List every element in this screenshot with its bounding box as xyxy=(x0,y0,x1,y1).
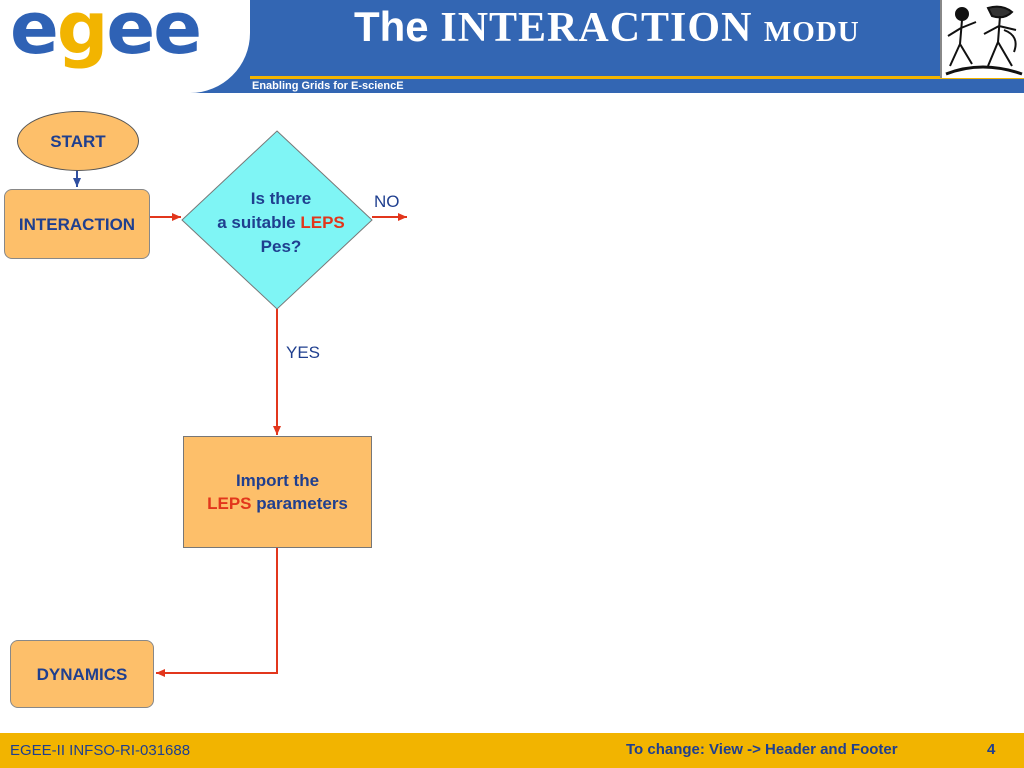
yes-branch-label: YES xyxy=(286,343,321,362)
start-node: START xyxy=(17,111,139,171)
slide-header: egee The INTERACTION modu Enabling Grids… xyxy=(0,0,1024,93)
interaction-node: INTERACTION xyxy=(4,189,150,259)
title-prefix: The xyxy=(354,3,441,50)
footer-project-id: EGEE-II INFSO-RI-031688 xyxy=(10,742,191,759)
header-divider xyxy=(250,76,1024,79)
start-label: START xyxy=(50,131,106,151)
decision-label: Is there a suitable LEPS Pes? xyxy=(217,189,345,256)
egee-logo: egee xyxy=(0,0,250,93)
title-main: INTERACTION modu xyxy=(440,5,860,51)
flowchart: START INTERACTION Is there a suitable LE… xyxy=(0,93,1024,733)
slide-title: The INTERACTION modu xyxy=(354,3,860,51)
dynamics-node: DYNAMICS xyxy=(10,640,154,708)
egee-logo-text: egee xyxy=(10,0,202,70)
flowchart-connectors xyxy=(73,130,407,677)
arrow-import-to-dynamics xyxy=(156,546,278,677)
slide-footer: EGEE-II INFSO-RI-031688 To change: View … xyxy=(0,733,1024,768)
footer-instructions: To change: View -> Header and Footer xyxy=(626,741,898,758)
interaction-label: INTERACTION xyxy=(18,214,136,234)
page-number: 4 xyxy=(987,741,996,758)
import-parameters-node: Import the LEPS parameters xyxy=(183,436,372,548)
mythology-emblem-icon xyxy=(940,0,1024,78)
tagline: Enabling Grids for E-sciencE xyxy=(252,80,404,92)
import-label-line2: LEPS parameters xyxy=(207,494,348,513)
dynamics-label: DYNAMICS xyxy=(36,664,128,684)
no-branch-label: NO xyxy=(374,192,400,211)
import-label-line1: Import the xyxy=(235,471,320,490)
